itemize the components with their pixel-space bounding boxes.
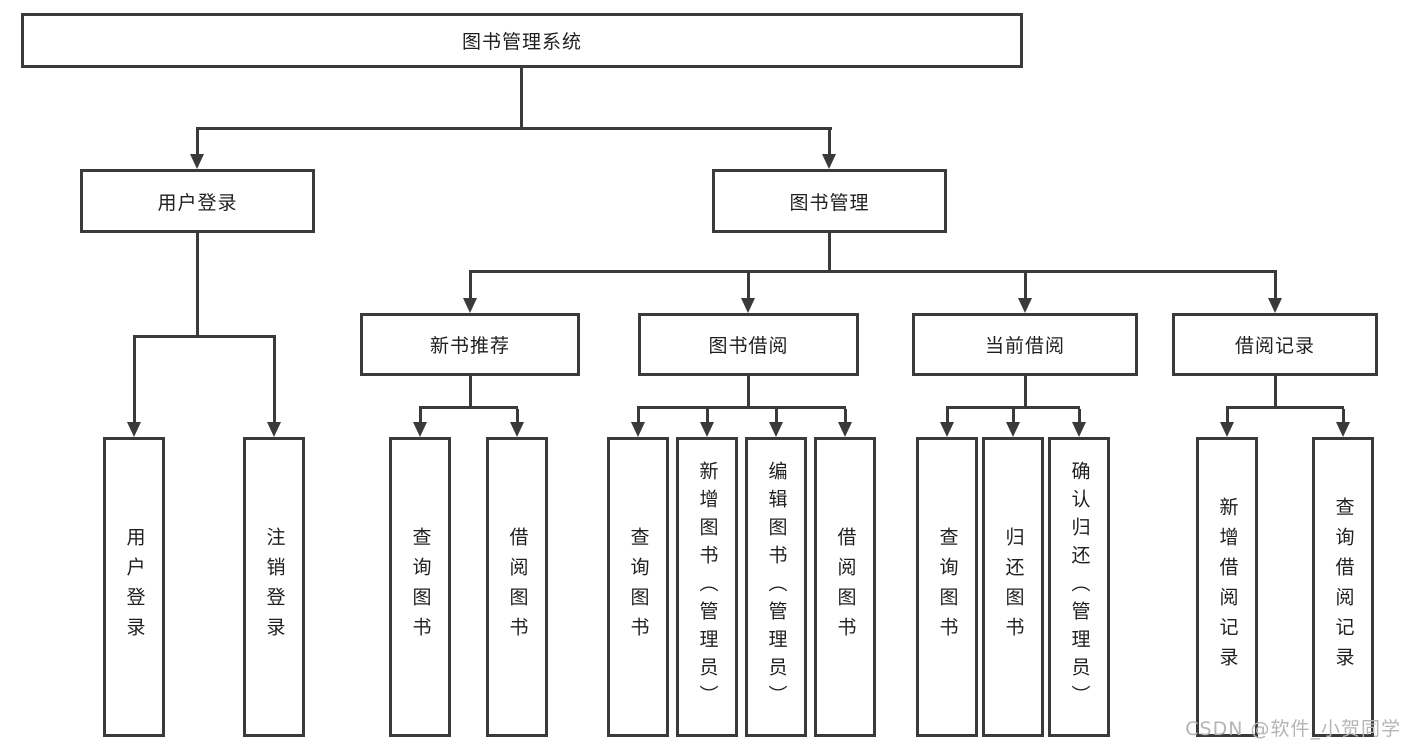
connector-line — [747, 273, 750, 300]
node-label: 图书管理系统 — [461, 31, 582, 53]
arrow-down-icon — [1220, 422, 1234, 437]
connector-line — [1012, 409, 1015, 424]
connector-line — [1078, 409, 1081, 424]
connector-line — [520, 68, 523, 130]
leaf-newbook-query-book: 查询图书 — [389, 437, 451, 737]
node-book-borrowing: 图书借阅 — [638, 313, 859, 376]
connector-line — [637, 409, 640, 424]
leaf-label: 查询图书 — [409, 527, 432, 647]
leaf-borrowing-borrow-book: 借阅图书 — [814, 437, 876, 737]
connector-line — [133, 335, 276, 338]
leaf-label: 确认归还（管理员） — [1068, 461, 1091, 713]
arrow-down-icon — [267, 422, 281, 437]
arrow-down-icon — [1336, 422, 1350, 437]
node-label: 图书管理 — [789, 191, 870, 214]
node-borrow-records: 借阅记录 — [1172, 313, 1378, 376]
connector-line — [196, 130, 199, 156]
arrow-down-icon — [1018, 298, 1032, 313]
connector-line — [1274, 273, 1277, 300]
node-label: 当前借阅 — [984, 335, 1065, 357]
node-label: 图书借阅 — [708, 335, 789, 357]
arrow-down-icon — [700, 422, 714, 437]
connector-line — [775, 409, 778, 424]
leaf-borrowing-edit-book-admin: 编辑图书（管理员） — [745, 437, 807, 737]
connector-line — [419, 409, 422, 424]
node-current-borrowing: 当前借阅 — [912, 313, 1138, 376]
node-user-login: 用户登录 — [80, 169, 315, 233]
arrow-down-icon — [940, 422, 954, 437]
leaf-borrowing-query-book: 查询图书 — [607, 437, 669, 737]
leaf-label: 借阅图书 — [506, 527, 529, 647]
node-book-management: 图书管理 — [712, 169, 947, 233]
leaf-current-query-book: 查询图书 — [916, 437, 978, 737]
node-label: 用户登录 — [157, 191, 238, 214]
connector-line — [747, 376, 750, 409]
node-library-management-system: 图书管理系统 — [21, 13, 1023, 68]
connector-line — [133, 338, 136, 424]
csdn-watermark: CSDN @软件_小贺同学 — [1185, 718, 1401, 740]
leaf-label: 归还图书 — [1002, 527, 1025, 647]
arrow-down-icon — [510, 422, 524, 437]
leaf-label: 编辑图书（管理员） — [765, 461, 788, 713]
leaf-logout-login: 注销登录 — [243, 437, 305, 737]
connector-line — [273, 338, 276, 424]
leaf-label: 新增图书（管理员） — [696, 461, 719, 713]
connector-line — [1342, 409, 1345, 424]
node-new-book-recommend: 新书推荐 — [360, 313, 580, 376]
connector-line — [516, 409, 519, 424]
leaf-label: 用户登录 — [123, 527, 146, 647]
connector-line — [828, 233, 831, 273]
leaf-newbook-borrow-book: 借阅图书 — [486, 437, 548, 737]
arrow-down-icon — [631, 422, 645, 437]
arrow-down-icon — [822, 154, 836, 169]
leaf-borrowing-add-book-admin: 新增图书（管理员） — [676, 437, 738, 737]
connector-line — [196, 233, 199, 338]
connector-line — [1226, 406, 1344, 409]
arrow-down-icon — [413, 422, 427, 437]
connector-line — [469, 270, 1277, 273]
node-label: 借阅记录 — [1234, 335, 1315, 357]
connector-line — [946, 406, 1080, 409]
connector-line — [1274, 376, 1277, 409]
connector-line — [637, 406, 846, 409]
connector-line — [946, 409, 949, 424]
arrow-down-icon — [838, 422, 852, 437]
arrow-down-icon — [769, 422, 783, 437]
connector-line — [469, 273, 472, 300]
leaf-label: 注销登录 — [263, 527, 286, 647]
node-label: 新书推荐 — [429, 335, 510, 357]
connector-line — [1024, 273, 1027, 300]
connector-line — [828, 130, 831, 156]
arrow-down-icon — [190, 154, 204, 169]
connector-line — [1024, 376, 1027, 409]
leaf-label: 查询图书 — [627, 527, 650, 647]
leaf-current-confirm-return-admin: 确认归还（管理员） — [1048, 437, 1110, 737]
leaf-current-return-book: 归还图书 — [982, 437, 1044, 737]
connector-line — [469, 376, 472, 409]
leaf-record-add-borrow-record: 新增借阅记录 — [1196, 437, 1258, 737]
leaf-label: 借阅图书 — [834, 527, 857, 647]
arrow-down-icon — [1268, 298, 1282, 313]
connector-line — [706, 409, 709, 424]
connector-line — [1226, 409, 1229, 424]
arrow-down-icon — [463, 298, 477, 313]
arrow-down-icon — [127, 422, 141, 437]
arrow-down-icon — [741, 298, 755, 313]
leaf-label: 新增借阅记录 — [1216, 497, 1239, 677]
leaf-label: 查询图书 — [936, 527, 959, 647]
leaf-record-query-borrow-record: 查询借阅记录 — [1312, 437, 1374, 737]
arrow-down-icon — [1072, 422, 1086, 437]
arrow-down-icon — [1006, 422, 1020, 437]
connector-line — [419, 406, 518, 409]
connector-line — [196, 127, 832, 130]
leaf-user-login: 用户登录 — [103, 437, 165, 737]
connector-line — [844, 409, 847, 424]
leaf-label: 查询借阅记录 — [1332, 497, 1355, 677]
